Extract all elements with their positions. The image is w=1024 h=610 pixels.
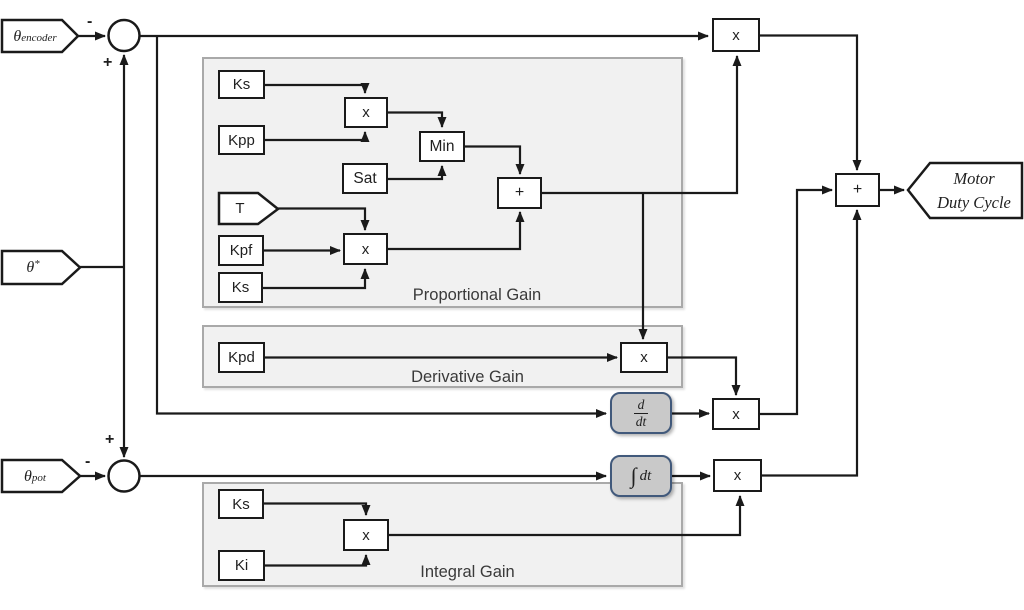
wire-ksp2-to-xp2 [263, 268, 370, 290]
setpoint-superscript: * [34, 258, 40, 270]
ddt-numerator: d [633, 397, 649, 414]
wire-xp1-to-min [388, 111, 447, 128]
block-multiply-top: x [712, 18, 760, 52]
block-label: x [732, 405, 740, 423]
integral-gain-label: Integral Gain [420, 563, 515, 581]
bottom-sum-minus-sign: - [85, 453, 91, 470]
block-label: Sat [353, 169, 377, 187]
wire-xint-to-summain [762, 209, 862, 477]
derivative-gain-label: Derivative Gain [411, 368, 524, 386]
block-multiply-prop-2: x [343, 233, 388, 265]
setpoint-tag-shape [0, 249, 82, 286]
proportional-gain-label: Proportional Gain [412, 286, 542, 304]
setpoint-tag-label: θ* [2, 252, 64, 283]
block-sum-prop: + [497, 177, 542, 209]
motor-duty-cycle-label: Motor Duty Cycle [927, 167, 1021, 215]
wire-ksi-to-xi [264, 502, 371, 516]
wire-min-to-sump [465, 145, 525, 175]
block-multiply-deriv: x [620, 342, 668, 373]
block-label: x [640, 349, 648, 366]
wire-t-to-xp2 [278, 207, 370, 231]
block-label: + [852, 181, 863, 198]
wire-ki-to-xi [265, 554, 371, 567]
top-sum-minus-sign: - [87, 13, 93, 30]
block-label: Ks [231, 279, 250, 296]
block-multiply-after-ddt: x [712, 398, 760, 430]
wire-xtop-to-summain [760, 34, 862, 171]
pot-tag-shape [0, 458, 82, 494]
block-label: x [732, 26, 740, 44]
signal-wires [78, 31, 905, 567]
encoder-tag-shape [0, 18, 80, 54]
block-label: x [362, 526, 370, 544]
wire-kpp-to-xp1 [265, 131, 370, 142]
block-multiply-integral: x [343, 519, 389, 551]
block-multiply-after-intdt: x [713, 459, 762, 492]
block-ki: Ki [218, 550, 265, 581]
block-kpd: Kpd [218, 342, 265, 373]
top-sum-plus-sign: + [103, 54, 113, 71]
motor-line2: Duty Cycle [937, 193, 1011, 212]
t-tag-label: T [219, 194, 261, 223]
block-label: Min [429, 137, 455, 155]
block-label: Kpd [228, 349, 255, 366]
wire-xp2-to-sump [388, 211, 525, 251]
wire-sat-to-min [388, 165, 447, 181]
block-label: x [733, 467, 742, 484]
block-ks-integral: Ks [218, 489, 264, 519]
block-kpf: Kpf [218, 235, 264, 266]
block-label: Ks [232, 76, 251, 93]
theta-symbol: θ [26, 258, 35, 276]
motor-line1: Motor [953, 169, 995, 188]
proportional-gain-group [202, 57, 683, 308]
block-label: x [362, 104, 370, 121]
block-label: Kpp [228, 131, 255, 149]
encoder-subscript: encoder [21, 32, 57, 44]
block-derivative-operator: d dt [610, 392, 672, 434]
block-kpp: Kpp [218, 125, 265, 155]
t-symbol: T [235, 200, 245, 217]
wire-sump-to-xtop [542, 55, 742, 195]
wire-error-to-ddt [155, 36, 607, 418]
wire-xi-to-xint [389, 495, 745, 537]
block-label: x [361, 240, 370, 258]
t-tag-shape [217, 191, 281, 226]
block-min: Min [419, 131, 465, 162]
theta-symbol: θ [24, 467, 32, 485]
theta-symbol: θ [13, 27, 22, 45]
block-label: Kpf [229, 242, 253, 259]
wire-xderiv-to-summain [760, 185, 833, 416]
wire-ksp1-to-xp1 [265, 83, 370, 94]
motor-duty-cycle-tag-shape [906, 161, 1024, 220]
block-integral-operator: ∫ dt [610, 455, 672, 497]
block-sum-main: + [835, 173, 880, 207]
ddt-denominator: dt [635, 413, 647, 429]
block-label: + [514, 184, 525, 201]
block-label: Ks [232, 495, 250, 513]
sum-junction-bottom [107, 459, 141, 493]
block-ks-prop-1: Ks [218, 70, 265, 99]
block-label: Ki [234, 557, 249, 574]
block-multiply-prop-1: x [344, 97, 388, 128]
wire-xd-to-xderiv [668, 356, 741, 396]
integral-dt-label: dt [639, 467, 652, 484]
integral-sign: ∫ [630, 463, 637, 488]
block-sat: Sat [342, 163, 388, 194]
pot-subscript: pot [31, 472, 46, 484]
ddt-fraction: d dt [633, 397, 649, 429]
bottom-sum-plus-sign: + [105, 431, 115, 448]
sum-junction-top [107, 18, 141, 53]
block-ks-prop-2: Ks [218, 272, 263, 303]
